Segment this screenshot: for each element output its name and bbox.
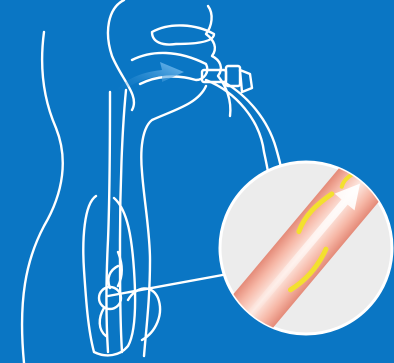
anatomy-diagram (0, 0, 394, 363)
medical-illustration (0, 0, 394, 363)
